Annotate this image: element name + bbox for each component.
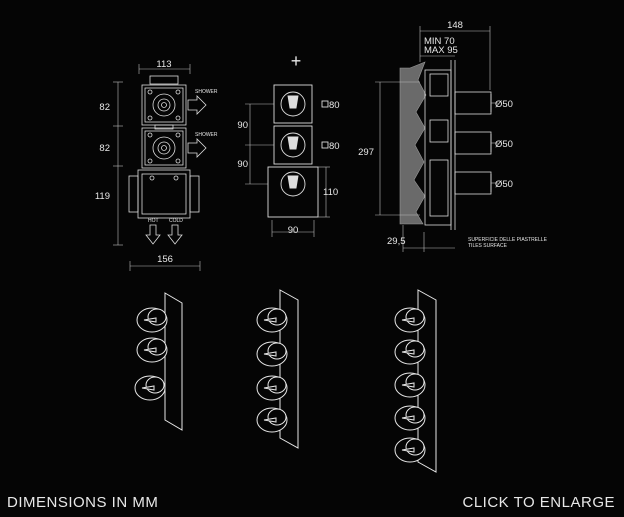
tiles-label-it: SUPERFICIE DELLE PIASTRELLE	[468, 237, 548, 243]
dim-width-top: 113	[156, 59, 171, 70]
dim-min: MIN 70	[424, 36, 455, 47]
dimensions-caption: DIMENSIONS IN MM	[7, 494, 159, 511]
outlet-label-1: SHOWER	[195, 89, 218, 95]
iso-variant-5	[394, 289, 437, 473]
dim-plate-2: 80	[329, 141, 340, 152]
plate-3	[267, 166, 319, 218]
tiles-label-en: TILES SURFACE	[468, 243, 508, 249]
valve-module-upper	[141, 84, 187, 126]
box-view: 113 82 82 119 156 SHOWER SHOWER HOT COLD	[95, 59, 218, 271]
dim-height: 297	[358, 147, 374, 158]
plus-sign: +	[291, 51, 302, 71]
dim-depth: 148	[447, 20, 463, 31]
dim-module-2: 82	[99, 143, 110, 154]
front-view: 90 90 80 80 110 90	[237, 84, 340, 237]
dim-max: MAX 95	[424, 45, 458, 56]
dim-width-bottom: 156	[157, 254, 173, 265]
dim-module-1: 82	[99, 102, 110, 113]
inlet-cold-label: COLD	[169, 218, 183, 224]
iso-variant-3	[134, 292, 183, 431]
dim-gap-2: 90	[237, 159, 248, 170]
inlet-hot-label: HOT	[148, 218, 159, 224]
dim-gap-1: 90	[237, 120, 248, 131]
dim-knob-1: Ø50	[495, 99, 513, 110]
click-to-enlarge-link[interactable]: CLICK TO ENLARGE	[462, 494, 615, 511]
dim-plate-1: 80	[329, 100, 340, 111]
dim-plate-width: 90	[288, 225, 299, 236]
dim-body: 119	[95, 191, 110, 202]
dim-offset: 29,5	[387, 236, 406, 247]
wall-hatch	[399, 61, 427, 225]
dim-plate-3: 110	[323, 187, 338, 198]
outlet-label-2: SHOWER	[195, 132, 218, 138]
dim-knob-3: Ø50	[495, 179, 513, 190]
valve-module-lower	[141, 127, 187, 169]
iso-variant-4	[256, 289, 299, 449]
side-view: 148 MIN 70 MAX 95 297 Ø50 Ø50 Ø50 29,5 S…	[358, 20, 548, 252]
dim-knob-2: Ø50	[495, 139, 513, 150]
